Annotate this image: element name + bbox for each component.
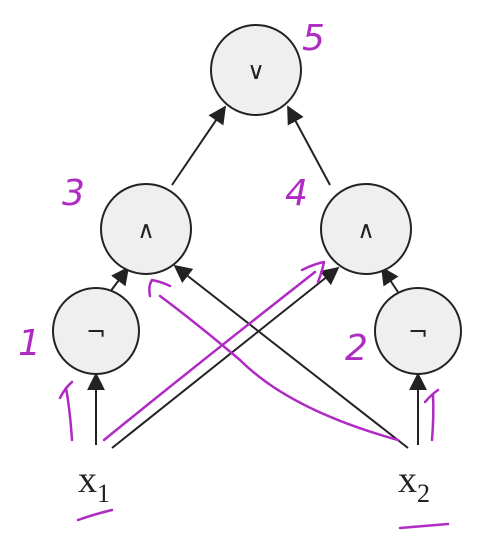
edge-not-right-to-and-right [381, 266, 399, 293]
node-not-left: ¬ [52, 287, 140, 375]
node-and-right-symbol: ∧ [357, 216, 375, 244]
order-mark-or: 5 [302, 18, 325, 59]
order-mark-and-left: 3 [62, 173, 85, 214]
node-not-left-symbol: ¬ [86, 318, 106, 346]
edge-x1-to-and-right [111, 266, 340, 449]
hand-underline-x2 [398, 522, 450, 530]
edge-and-left-to-or [171, 105, 227, 186]
edge-not-left-to-and-left [109, 266, 130, 293]
order-mark-and-right: 4 [285, 173, 308, 214]
node-or: ∨ [210, 24, 302, 116]
input-x1-label: x1 [78, 459, 110, 508]
node-and-left-symbol: ∧ [137, 216, 155, 244]
input-x1-base: x [78, 459, 97, 501]
hand-arrow-right-vertical [423, 388, 440, 442]
input-x2-base: x [398, 459, 417, 501]
node-and-right: ∧ [320, 183, 412, 275]
order-mark-not-left: 1 [18, 323, 41, 364]
node-not-right-symbol: ¬ [408, 318, 428, 346]
hand-arrow-left-vertical [58, 380, 74, 442]
input-x1-sub: 1 [97, 479, 110, 508]
edge-x2-to-and-left [173, 264, 409, 449]
edges [87, 105, 427, 449]
handwritten-strokes [58, 260, 450, 530]
handwritten-annotations: 5 3 4 1 2 [18, 18, 368, 369]
hand-underline-x1 [76, 508, 114, 522]
hand-arrow-x2-to-and-left [148, 278, 400, 442]
node-and-left: ∧ [100, 183, 192, 275]
order-mark-not-right: 2 [345, 328, 368, 369]
node-not-right: ¬ [374, 287, 462, 375]
node-or-symbol: ∨ [247, 57, 265, 85]
hand-arrow-x1-to-and-right [102, 260, 326, 442]
input-x2-label: x2 [398, 459, 430, 508]
input-x2-sub: 2 [417, 479, 430, 508]
edge-and-right-to-or [287, 105, 331, 186]
